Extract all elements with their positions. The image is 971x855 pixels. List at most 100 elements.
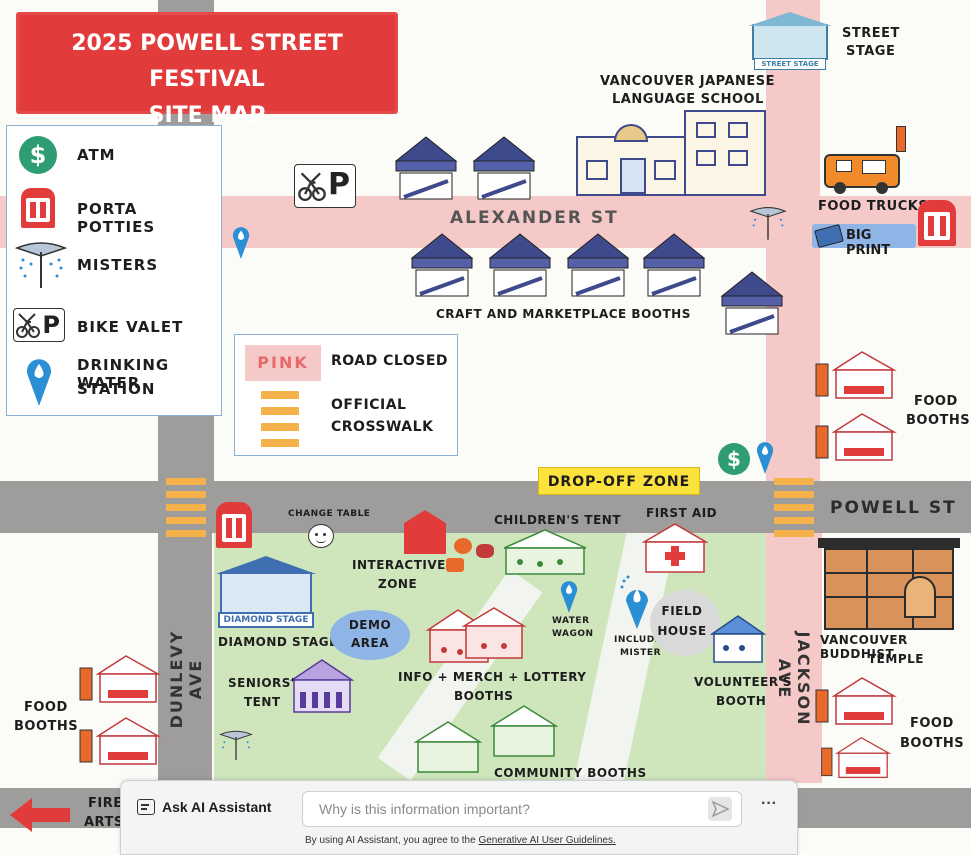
water-station-icon bbox=[232, 227, 250, 259]
food-booths-right-bottom-label-line2: BOOTHS bbox=[900, 736, 965, 751]
field-house-label-line1: FIELD bbox=[661, 604, 703, 618]
craft-booth-icon bbox=[642, 233, 706, 297]
seniors-tent-label-line2: TENT bbox=[244, 695, 281, 709]
bike-valet-icon: P bbox=[13, 308, 65, 342]
water-wagon-label-line1: WATER bbox=[552, 616, 590, 626]
demo-area-label-line2: AREA bbox=[350, 636, 389, 650]
crosswalk-label-line1: OFFICIAL bbox=[331, 397, 407, 413]
mister-water-icon bbox=[620, 575, 648, 629]
ai-assistant-bar: Ask AI Assistant Why is this information… bbox=[120, 780, 798, 855]
drop-off-zone-label: DROP-OFF ZONE bbox=[547, 474, 691, 490]
food-booths-left-label-line1: FOOD bbox=[24, 700, 68, 715]
legend-bike-valet: P BIKE VALET bbox=[7, 306, 221, 346]
buddhist-temple-label-line2: TEMPLE bbox=[868, 652, 924, 666]
road-closed-label: ROAD CLOSED bbox=[331, 353, 449, 369]
volunteers-booth-label-line2: BOOTH bbox=[716, 694, 767, 708]
community-booths-label: COMMUNITY BOOTHS bbox=[494, 766, 647, 780]
drop-off-zone-badge: DROP-OFF ZONE bbox=[538, 467, 700, 495]
ai-assistant-title[interactable]: Ask AI Assistant bbox=[162, 799, 272, 815]
first-aid-label: FIRST AID bbox=[646, 506, 718, 520]
craft-booth-icon bbox=[472, 136, 536, 200]
legend-porta-potties: PORTA POTTIES bbox=[7, 188, 221, 236]
diamond-stage-sign: DIAMOND STAGE bbox=[218, 612, 314, 628]
ai-question-input[interactable]: Why is this information important? bbox=[302, 791, 742, 827]
crosswalk-label-line2: CROSSWALK bbox=[331, 419, 434, 435]
legend-misters: MISTERS bbox=[7, 242, 221, 290]
food-booths-left-label-line2: BOOTHS bbox=[14, 719, 79, 734]
volunteers-booth-icon bbox=[710, 615, 766, 663]
diamond-stage-icon: DIAMOND STAGE bbox=[214, 556, 318, 630]
legend-water-label-line2: STATION bbox=[77, 380, 156, 398]
more-options-button[interactable]: ··· bbox=[761, 795, 777, 812]
legend-porta-potties-label: PORTA POTTIES bbox=[77, 200, 156, 236]
atm-icon: $ bbox=[19, 136, 57, 174]
porta-potty-icon bbox=[918, 200, 956, 246]
send-icon bbox=[711, 800, 730, 818]
childrens-tent-icon bbox=[503, 529, 587, 575]
info-booths-label-line2: BOOTHS bbox=[454, 689, 514, 703]
legend-atm: $ ATM bbox=[7, 136, 221, 176]
mister-icon bbox=[14, 242, 68, 288]
demo-area-oval: DEMO AREA bbox=[330, 610, 410, 660]
dunlevy-ave-label: DUNLEVY AVE bbox=[167, 629, 205, 729]
water-station-icon bbox=[756, 442, 774, 474]
legend-water-label-line1: DRINKING WATER bbox=[77, 356, 170, 392]
guidelines-link[interactable]: Generative AI User Guidelines. bbox=[478, 835, 616, 846]
arrow-left-icon bbox=[10, 798, 70, 832]
alexander-st-label: ALEXANDER ST bbox=[450, 208, 619, 228]
interactive-zone-label-line1: INTERACTIVE bbox=[352, 558, 446, 572]
send-button[interactable] bbox=[708, 797, 732, 821]
pink-swatch: PINK bbox=[245, 345, 321, 381]
legend-atm-label: ATM bbox=[77, 146, 116, 164]
diamond-stage-label: DIAMOND STAGE bbox=[218, 635, 338, 649]
water-drop-icon bbox=[27, 359, 51, 406]
baby-face-icon bbox=[308, 524, 334, 548]
language-school-label-line1: VANCOUVER JAPANESE bbox=[600, 74, 776, 89]
water-wagon-icon bbox=[560, 581, 578, 613]
buddhist-temple-label-line1: VANCOUVER BUDDHIST bbox=[820, 633, 908, 661]
community-booth-icon bbox=[490, 705, 558, 757]
big-print-badge: BIG PRINT bbox=[812, 223, 916, 258]
craft-booth-icon bbox=[720, 271, 784, 335]
jackson-ave-road-south bbox=[766, 533, 822, 783]
street-stage-label-line2: STAGE bbox=[846, 44, 896, 59]
legend-panel: $ ATM PORTA POTTIES MISTERS P BIKE VALET… bbox=[6, 125, 222, 416]
community-booth-icon bbox=[414, 721, 482, 773]
map-title-banner: 2025 POWELL STREET FESTIVAL SITE MAP bbox=[16, 12, 398, 128]
food-booth-icon bbox=[815, 413, 897, 461]
craft-booth-icon bbox=[410, 233, 474, 297]
legend-misters-label: MISTERS bbox=[77, 256, 159, 274]
food-truck-icon bbox=[822, 126, 912, 198]
legend-water-station: DRINKING WATER STATION bbox=[7, 354, 221, 410]
ai-disclaimer: By using AI Assistant, you agree to the … bbox=[305, 835, 616, 846]
language-school-label-line2: LANGUAGE SCHOOL bbox=[612, 92, 764, 107]
food-booth-icon bbox=[815, 351, 897, 399]
change-table-label: CHANGE TABLE bbox=[288, 509, 371, 519]
seniors-tent-label-line1: SENIORS' bbox=[228, 676, 296, 690]
buddhist-temple-building bbox=[818, 538, 960, 630]
craft-booth-icon bbox=[566, 233, 630, 297]
fire-arts-label-line1: FIRE bbox=[88, 796, 123, 811]
food-booth-icon bbox=[821, 736, 892, 779]
seniors-tent-icon bbox=[290, 659, 354, 713]
printer-icon bbox=[814, 223, 844, 249]
childrens-tent-label: CHILDREN'S TENT bbox=[494, 513, 622, 527]
street-stage-label-line1: STREET bbox=[842, 26, 900, 41]
map-title-line2: SITE MAP bbox=[148, 103, 266, 128]
road-key-panel: PINK ROAD CLOSED OFFICIAL CROSSWALK bbox=[234, 334, 458, 456]
powell-st-label: POWELL ST bbox=[830, 498, 957, 518]
info-booths-icon bbox=[425, 607, 527, 663]
porta-potty-icon bbox=[21, 188, 55, 228]
food-trucks-label: FOOD TRUCKS bbox=[818, 199, 929, 214]
field-house-circle: FIELD HOUSE bbox=[650, 590, 720, 656]
ai-disclaimer-text: By using AI Assistant, you agree to the bbox=[305, 835, 479, 846]
legend-bike-valet-label: BIKE VALET bbox=[77, 318, 184, 336]
includes-mister-label-line1: INCLUDES bbox=[614, 635, 669, 645]
atm-icon: $ bbox=[718, 443, 750, 475]
porta-potty-icon bbox=[216, 502, 252, 548]
craft-booth-icon bbox=[488, 233, 552, 297]
food-booth-icon bbox=[79, 717, 161, 765]
water-wagon-label-line2: WAGON bbox=[552, 629, 594, 639]
crosswalk-swatch bbox=[261, 391, 299, 449]
crosswalk-jackson bbox=[774, 478, 814, 538]
